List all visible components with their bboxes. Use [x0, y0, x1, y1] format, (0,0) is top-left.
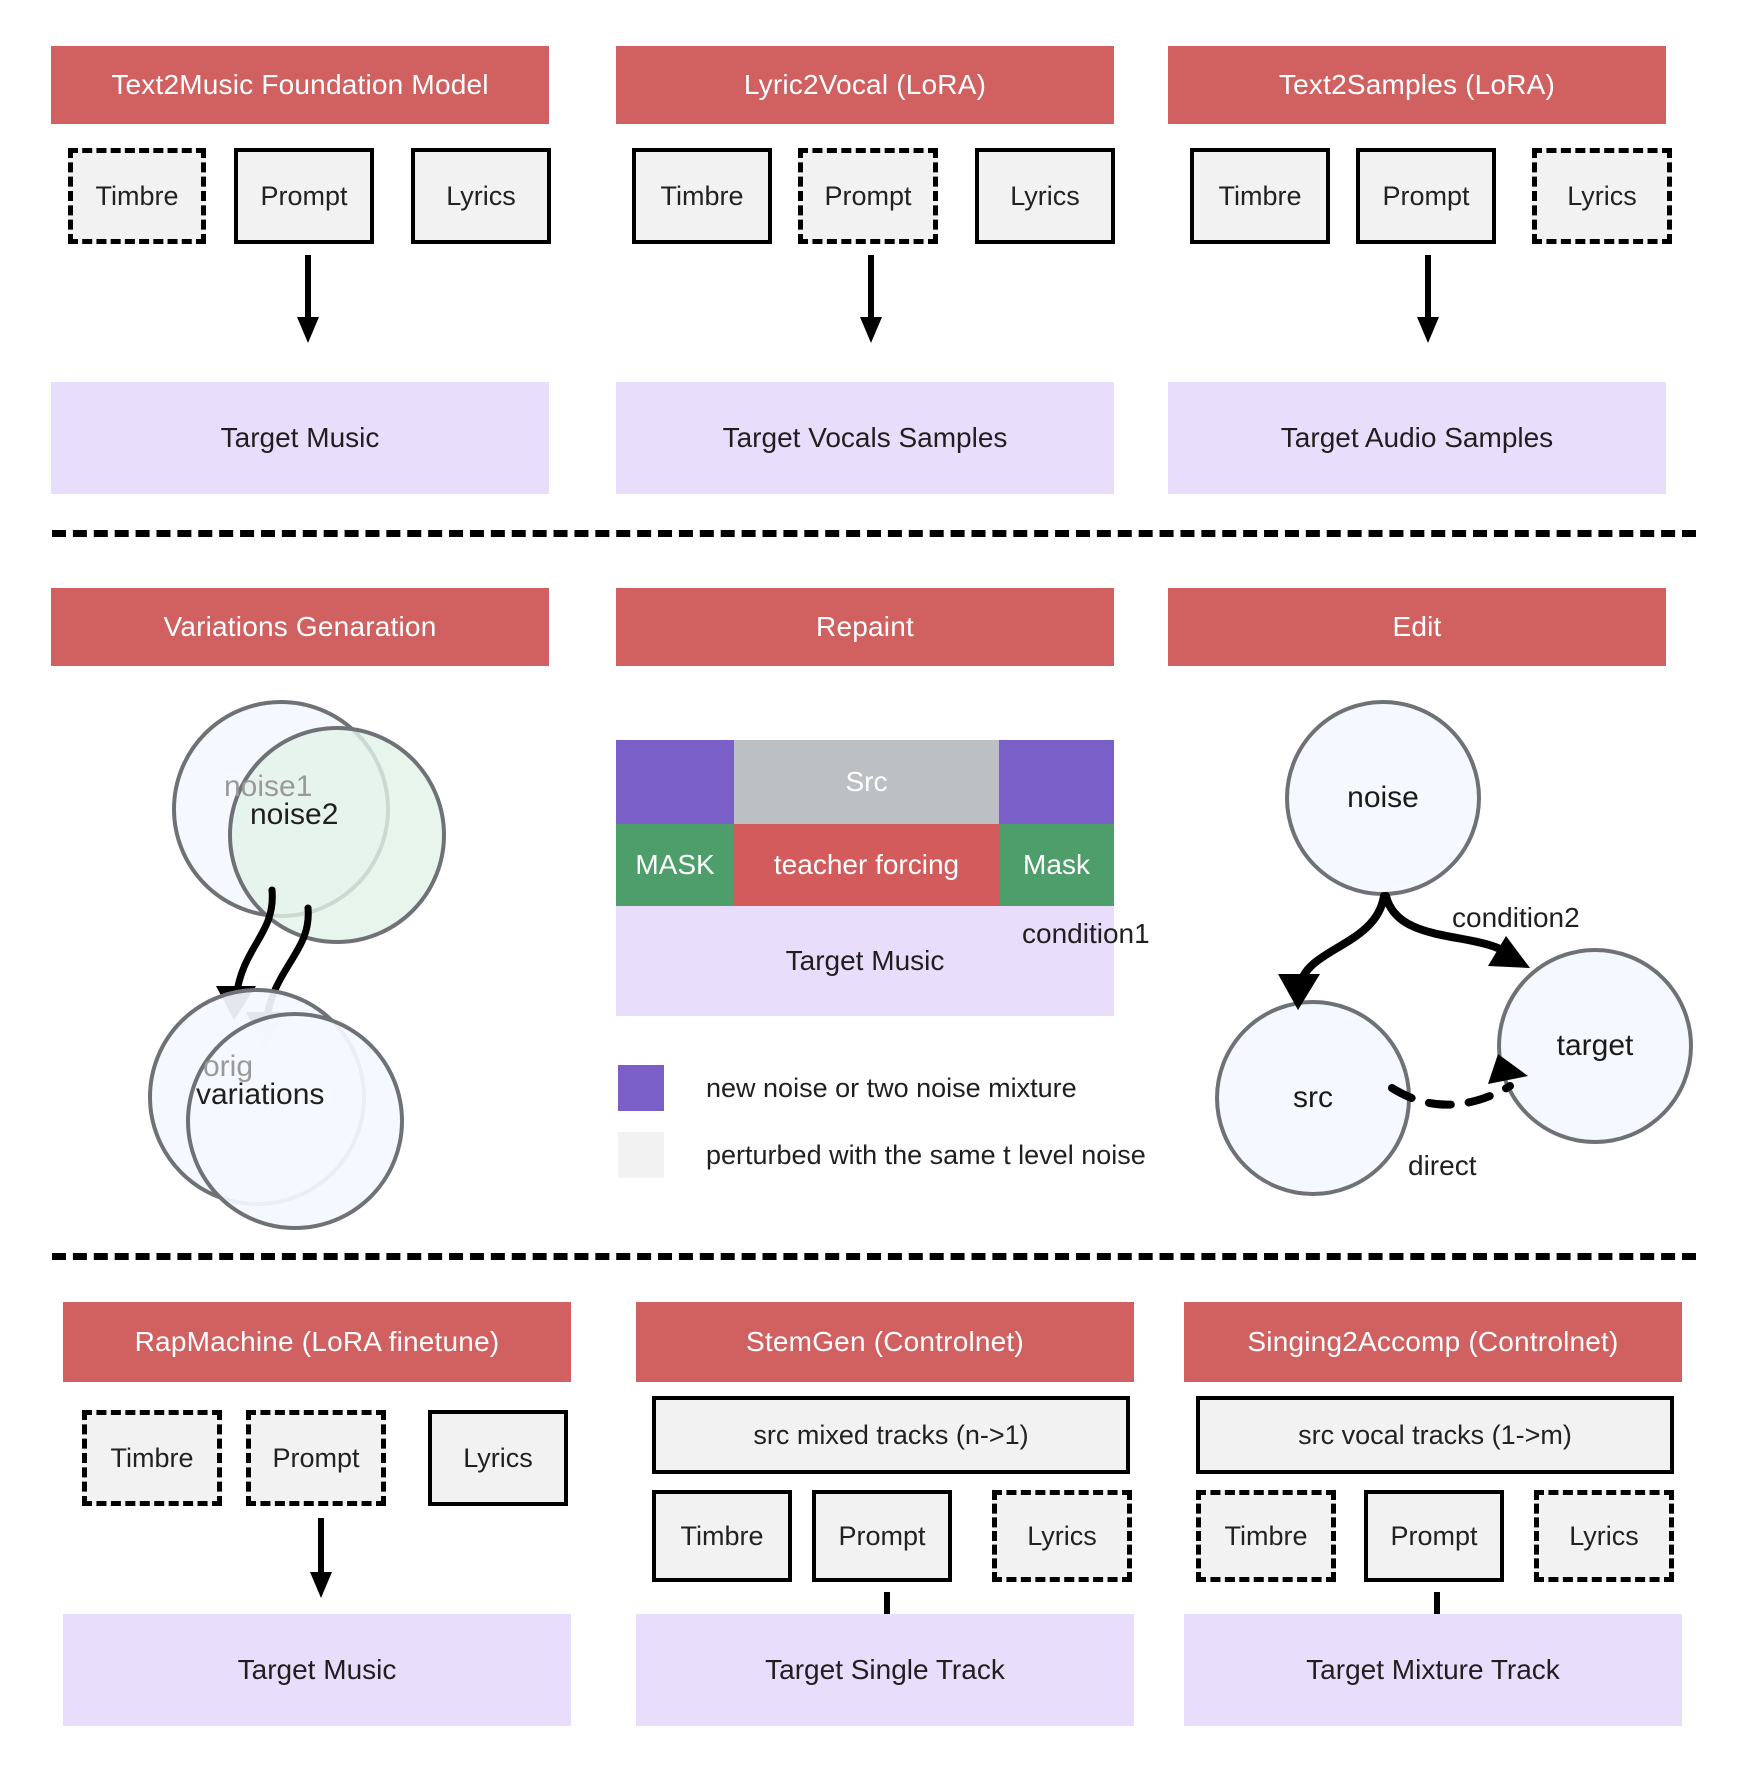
input-box-lyrics[interactable]: Lyrics [1534, 1490, 1674, 1582]
target-bar-music: Target Music [51, 382, 549, 494]
strip-cell-src: Src [734, 740, 999, 824]
arrow-down-lyric2vocal [860, 255, 882, 343]
circle-src: src [1215, 1000, 1411, 1196]
arrow-down-text2music [297, 255, 319, 343]
panel-title-repaint: Repaint [616, 588, 1114, 666]
circle-label-variations: variations [196, 1078, 325, 1111]
target-bar-single-track: Target Single Track [636, 1614, 1134, 1726]
circle-noise: noise [1285, 700, 1481, 896]
arrow-down-rapmachine [310, 1518, 332, 1598]
legend-swatch-purple [618, 1065, 664, 1111]
input-box-prompt[interactable]: Prompt [234, 148, 374, 244]
legend-swatch-grey [618, 1132, 664, 1178]
panel-title-edit: Edit [1168, 588, 1666, 666]
input-box-timbre[interactable]: Timbre [632, 148, 772, 244]
circle-label-noise1: noise1 [224, 770, 313, 803]
repaint-strip-top: Src [616, 740, 1114, 824]
strip-cell-noise-left [616, 740, 734, 824]
input-box-timbre[interactable]: Timbre [82, 1410, 222, 1506]
target-bar-rap-music: Target Music [63, 1614, 571, 1726]
edge-label-condition1: condition1 [1022, 918, 1150, 949]
legend-row-new-noise: new noise or two noise mixture [618, 1065, 1077, 1111]
strip-cell-teacher-forcing: teacher forcing [734, 824, 999, 906]
circle-variations [186, 1012, 404, 1230]
section-divider-2 [52, 1253, 1696, 1260]
input-box-src-mixed-tracks[interactable]: src mixed tracks (n->1) [652, 1396, 1130, 1474]
input-box-timbre[interactable]: Timbre [652, 1490, 792, 1582]
edge-label-direct: direct [1408, 1150, 1477, 1181]
legend-label-new-noise: new noise or two noise mixture [706, 1072, 1077, 1103]
input-box-prompt[interactable]: Prompt [246, 1410, 386, 1506]
target-bar-mixture-track: Target Mixture Track [1184, 1614, 1682, 1726]
arrow-down-text2samples [1417, 255, 1439, 343]
input-box-prompt[interactable]: Prompt [1364, 1490, 1504, 1582]
input-box-lyrics[interactable]: Lyrics [1532, 148, 1672, 244]
target-bar-repaint-music: Target Music [616, 906, 1114, 1016]
panel-title-rapmachine: RapMachine (LoRA finetune) [63, 1302, 571, 1382]
panel-title-stemgen: StemGen (Controlnet) [636, 1302, 1134, 1382]
legend-label-perturbed: perturbed with the same t level noise [706, 1139, 1146, 1170]
input-box-lyrics[interactable]: Lyrics [992, 1490, 1132, 1582]
input-box-timbre[interactable]: Timbre [1196, 1490, 1336, 1582]
input-box-lyrics[interactable]: Lyrics [411, 148, 551, 244]
strip-cell-mask-right: Mask [999, 824, 1114, 906]
input-box-lyrics[interactable]: Lyrics [428, 1410, 568, 1506]
input-box-timbre[interactable]: Timbre [68, 148, 206, 244]
input-box-prompt[interactable]: Prompt [798, 148, 938, 244]
panel-title-text2music: Text2Music Foundation Model [51, 46, 549, 124]
edge-label-condition2: condition2 [1452, 902, 1580, 933]
panel-title-lyric2vocal: Lyric2Vocal (LoRA) [616, 46, 1114, 124]
input-box-timbre[interactable]: Timbre [1190, 148, 1330, 244]
circle-label-noise2: noise2 [250, 798, 339, 831]
arrow-edit-conditions [1278, 892, 1530, 1109]
target-bar-audio-samples: Target Audio Samples [1168, 382, 1666, 494]
section-divider-1 [52, 530, 1696, 537]
input-box-prompt[interactable]: Prompt [1356, 148, 1496, 244]
strip-cell-noise-right [999, 740, 1114, 824]
input-box-prompt[interactable]: Prompt [812, 1490, 952, 1582]
repaint-strip-bottom: MASK teacher forcing Mask [616, 824, 1114, 906]
strip-cell-mask-left: MASK [616, 824, 734, 906]
panel-title-variations: Variations Genaration [51, 588, 549, 666]
circle-noise2 [228, 726, 446, 944]
panel-title-text2samples: Text2Samples (LoRA) [1168, 46, 1666, 124]
circle-target: target [1497, 948, 1693, 1144]
legend-row-perturbed: perturbed with the same t level noise [618, 1132, 1146, 1178]
target-bar-vocals: Target Vocals Samples [616, 382, 1114, 494]
panel-title-singing2accomp: Singing2Accomp (Controlnet) [1184, 1302, 1682, 1382]
circle-label-orig: orig [203, 1050, 254, 1083]
input-box-src-vocal-tracks[interactable]: src vocal tracks (1->m) [1196, 1396, 1674, 1474]
input-box-lyrics[interactable]: Lyrics [975, 148, 1115, 244]
